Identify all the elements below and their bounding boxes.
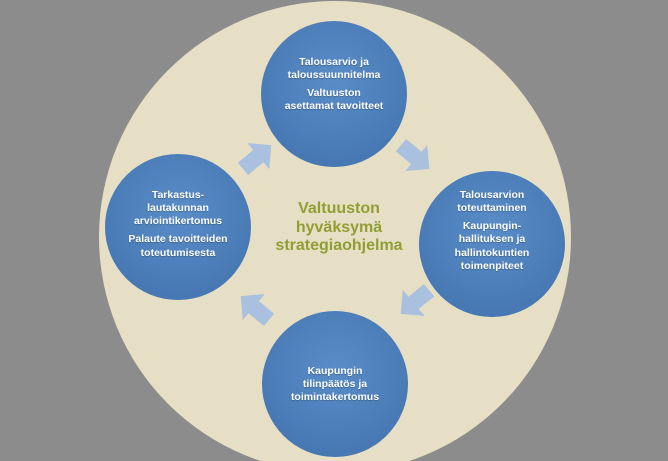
- node-bottom-title-line: toimintakertomus: [290, 391, 380, 404]
- cycle-arrow-icon: [400, 283, 435, 316]
- node-left-title-line: arviointikertomus: [133, 215, 223, 228]
- node-left-label: Tarkastus- lautakunnan arviointikertomus…: [115, 189, 241, 260]
- node-right-circle: [419, 171, 565, 317]
- node-right-detail-line: hallintokuntien: [454, 246, 530, 259]
- node-top-circle: [261, 21, 407, 167]
- node-right-detail-line: toimenpiteet: [460, 259, 524, 272]
- node-left-detail: Palaute tavoitteiden toteutumisesta: [115, 233, 241, 259]
- node-right-title-line: toteuttaminen: [457, 202, 527, 215]
- node-right-title-line: Talousarvion: [459, 189, 525, 201]
- node-top-detail-line: asettamat tavoitteet: [284, 100, 384, 113]
- node-top-detail: Valtuuston asettamat tavoitteet: [279, 87, 389, 113]
- node-bottom-title: Kaupungin tilinpäätös ja toimintakertomu…: [280, 365, 390, 404]
- node-bottom-title-line: Kaupungin: [307, 365, 363, 377]
- node-top-title-line: Talousarvio ja: [299, 56, 369, 68]
- node-top-title-line: taloussuunnitelma: [287, 69, 381, 82]
- node-bottom-circle: [262, 311, 408, 457]
- center-title-line: hyväksymä: [295, 218, 383, 236]
- node-left-detail-line: Palaute tavoitteiden: [128, 233, 228, 246]
- node-left-title: Tarkastus- lautakunnan arviointikertomus: [115, 189, 241, 228]
- cycle-arrow-icon: [237, 143, 272, 176]
- cycle-arrow-icon: [240, 294, 275, 327]
- node-top-detail-line: Valtuuston: [307, 87, 361, 100]
- center-title-line: Valtuuston: [298, 200, 380, 217]
- node-right-detail: Kaupungin- hallituksen ja hallintokuntie…: [437, 220, 547, 273]
- cycle-arrow-icon: [395, 138, 430, 171]
- node-bottom-title-line: tilinpäätös ja: [302, 378, 368, 391]
- node-right-title: Talousarvion toteuttaminen: [437, 189, 547, 215]
- node-bottom-label: Kaupungin tilinpäätös ja toimintakertomu…: [280, 365, 390, 404]
- node-right-label: Talousarvion toteuttaminen Kaupungin- ha…: [437, 189, 547, 273]
- node-right-detail-line: Kaupungin-: [462, 220, 522, 233]
- node-left-title-line: Tarkastus-: [151, 189, 205, 201]
- node-left-detail-line: toteutumisesta: [140, 246, 216, 259]
- node-left-circle: [105, 154, 251, 300]
- node-top-title: Talousarvio ja taloussuunnitelma: [279, 56, 389, 82]
- node-right-detail-line: hallituksen ja: [458, 233, 526, 246]
- node-top-label: Talousarvio ja taloussuunnitelma Valtuus…: [279, 56, 389, 114]
- center-title: Valtuuston hyväksymä strategiaohjelma: [254, 200, 424, 256]
- node-left-title-line: lautakunnan: [147, 202, 209, 215]
- center-title-line: strategiaohjelma: [275, 237, 403, 255]
- outer-disc: [99, 1, 571, 461]
